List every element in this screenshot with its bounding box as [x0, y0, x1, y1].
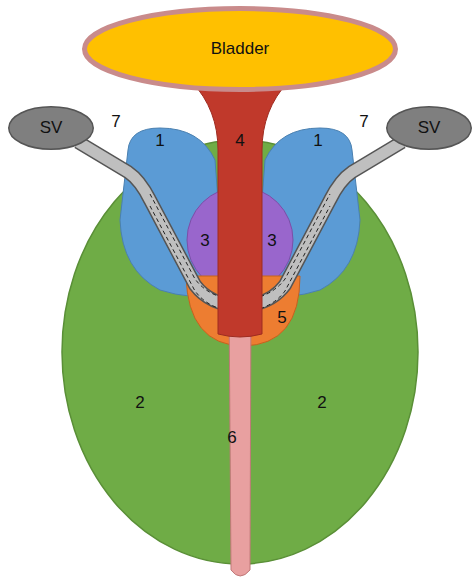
callout-number: 1: [313, 131, 322, 151]
bladder-ellipse: Bladder: [82, 6, 398, 92]
callout-number: 7: [359, 112, 368, 132]
callout-number: 2: [135, 393, 144, 413]
callout-number: 2: [317, 393, 326, 413]
callout-number: 3: [267, 231, 276, 251]
node-label: SV: [418, 118, 441, 138]
callout-number: 7: [111, 112, 120, 132]
node-label: SV: [40, 118, 63, 138]
callout-number: 1: [155, 131, 164, 151]
seminal-vesicle: SV: [8, 106, 94, 150]
shape-fill: [387, 107, 472, 150]
callout-number: 3: [200, 231, 209, 251]
seminal-vesicle: SV: [386, 106, 472, 150]
node-label: Bladder: [211, 39, 270, 59]
red-zone: [192, 82, 288, 337]
duct-outline-left: [78, 142, 240, 306]
duct-left: [78, 142, 240, 306]
callout-number: 4: [235, 131, 244, 151]
shape-fill: [85, 9, 396, 90]
shape-fill: [9, 107, 94, 150]
callout-number: 5: [277, 308, 286, 328]
callout-number: 6: [227, 428, 236, 448]
